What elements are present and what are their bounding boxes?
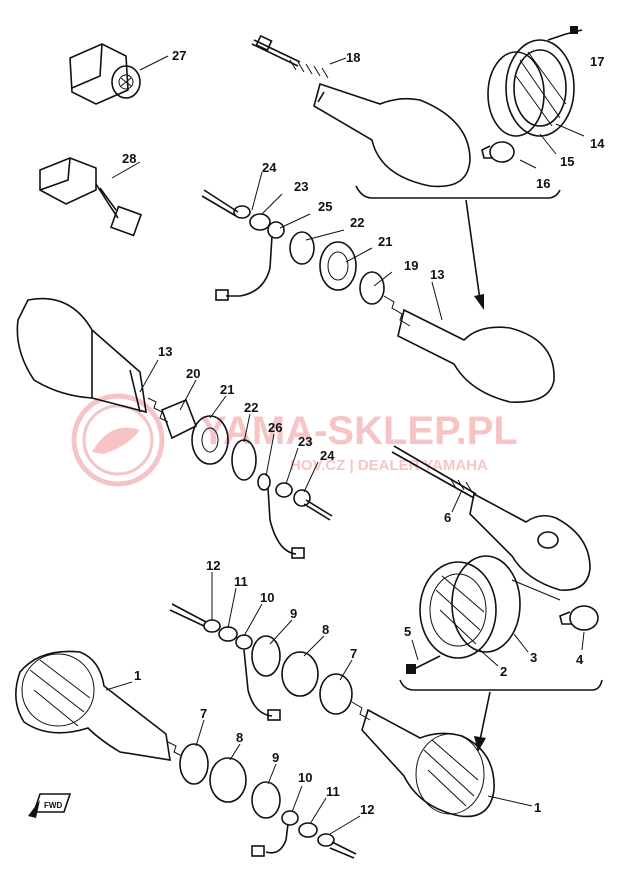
front-flasher-lower-assembly: [15, 650, 533, 859]
part-label-24-upper: 24: [262, 160, 277, 175]
part-label-20: 20: [186, 366, 200, 381]
part-label-14: 14: [590, 136, 605, 151]
part-number-labels: 27 28 18 17 14 15 16 24 23 25 22 21 19 1…: [122, 48, 605, 817]
fwd-label: FWD: [44, 801, 62, 810]
part-label-23-upper: 23: [294, 179, 308, 194]
part-label-26: 26: [268, 420, 282, 435]
flasher-relay-part: [69, 43, 169, 105]
left-flasher-assembly: [16, 297, 333, 559]
part-label-24-lower: 24: [320, 448, 335, 463]
part-label-10-lower: 10: [298, 770, 312, 785]
part-label-15: 15: [560, 154, 574, 169]
part-label-13-lower: 13: [158, 344, 172, 359]
right-flasher-assembly: [201, 171, 555, 403]
part-label-13-upper: 13: [430, 267, 444, 282]
rear-flasher-assembly: [251, 26, 585, 310]
part-label-5: 5: [404, 624, 411, 639]
rear-right-flasher-assembly: [391, 445, 603, 752]
part-label-22-upper: 22: [350, 215, 364, 230]
part-label-1-right: 1: [534, 800, 541, 815]
part-label-21-upper: 21: [378, 234, 392, 249]
watermark: YAMA-SKLEP.PL HOV.CZ | DEALER YAMAHA: [71, 393, 518, 487]
watermark-brand: YAMA-SKLEP.PL: [200, 409, 518, 453]
part-label-3: 3: [530, 650, 537, 665]
wire-connector-part: [39, 157, 143, 237]
part-label-12-lower: 12: [360, 802, 374, 817]
front-direction-indicator: FWD: [28, 793, 72, 818]
front-flasher-upper-assembly: [169, 572, 495, 818]
part-label-16: 16: [536, 176, 550, 191]
part-label-7-upper: 7: [350, 646, 357, 661]
part-label-25: 25: [318, 199, 332, 214]
part-label-8-lower: 8: [236, 730, 243, 745]
part-label-10-upper: 10: [260, 590, 274, 605]
part-label-21-lower: 21: [220, 382, 234, 397]
part-label-8-upper: 8: [322, 622, 329, 637]
part-label-9-lower: 9: [272, 750, 279, 765]
watermark-tagline: HOV.CZ | DEALER YAMAHA: [290, 457, 488, 474]
part-label-18: 18: [346, 50, 360, 65]
part-label-19: 19: [404, 258, 418, 273]
part-label-4: 4: [576, 652, 584, 667]
part-label-2: 2: [500, 664, 507, 679]
part-label-6: 6: [444, 510, 451, 525]
part-label-27: 27: [172, 48, 186, 63]
part-label-17: 17: [590, 54, 604, 69]
part-label-12-upper: 12: [206, 558, 220, 573]
part-label-9-upper: 9: [290, 606, 297, 621]
part-label-11-upper: 11: [234, 574, 248, 589]
part-label-1-left: 1: [134, 668, 141, 683]
part-label-7-lower: 7: [200, 706, 207, 721]
part-label-11-lower: 11: [326, 784, 340, 799]
part-label-22-lower: 22: [244, 400, 258, 415]
part-label-23-lower: 23: [298, 434, 312, 449]
part-label-28: 28: [122, 151, 136, 166]
